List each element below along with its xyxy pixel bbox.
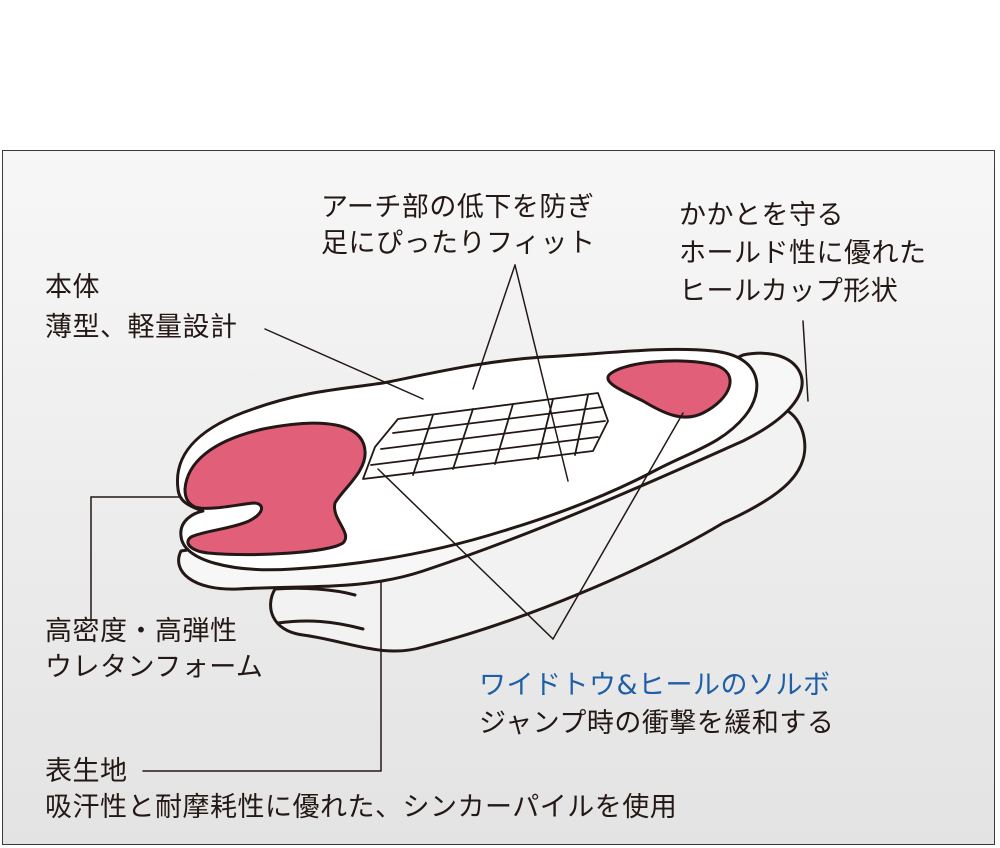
diagram-panel: アーチ部の低下を防ぎ 足にぴったりフィット かかとを守る ホールド性に優れた ヒ… (2, 150, 995, 845)
foam-label-line1: 高密度・高弾性 (45, 616, 238, 647)
arch-grid (362, 392, 609, 480)
arch-label-line1: アーチ部の低下を防ぎ (321, 192, 595, 223)
surface-label-title: 表生地 (45, 756, 128, 787)
heel-pad (606, 359, 732, 419)
pad-label-desc: ジャンプ時の衝撃を緩和する (479, 708, 835, 739)
toe-pad (183, 421, 367, 557)
body-label-desc: 薄型、軽量設計 (45, 312, 238, 343)
arch-label-line2: 足にぴったりフィット (321, 228, 596, 259)
body-label-title: 本体 (45, 272, 100, 303)
heel-label-line3: ヒールカップ形状 (679, 276, 899, 307)
pad-label-title: ワイドトウ&ヒールのソルボ (479, 670, 831, 701)
foam-label-line2: ウレタンフォーム (45, 652, 264, 683)
surface-label-desc: 吸汗性と耐摩耗性に優れた、シンカーパイルを使用 (45, 792, 678, 823)
leader-lines (90, 264, 809, 772)
heel-label-line2: ホールド性に優れた (679, 238, 927, 269)
insole-illustration (90, 264, 809, 772)
heel-label-line1: かかとを守る (679, 200, 844, 231)
